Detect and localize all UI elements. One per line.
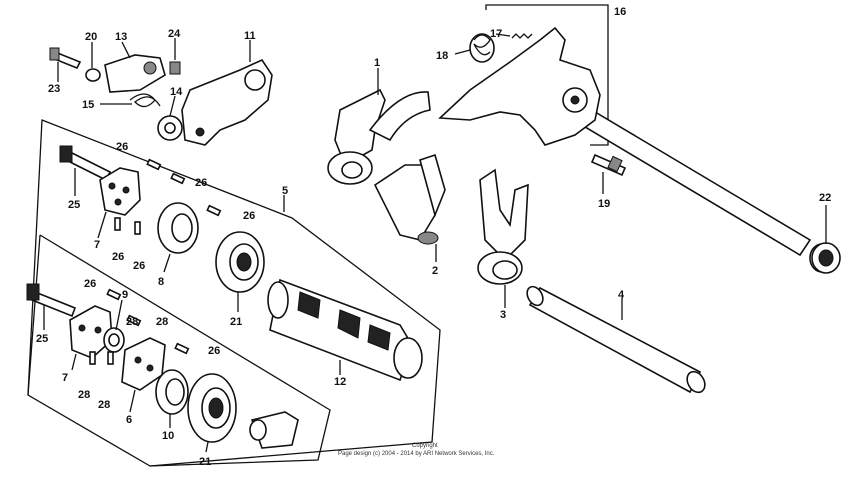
label-11: 11 [244,30,256,42]
label-3: 3 [500,309,506,321]
bolt-23 [49,47,82,70]
shift-rod-4 [526,285,706,394]
label-5: 5 [282,185,288,197]
label-16: 16 [614,6,626,18]
gearshift-spindle [563,98,835,273]
label-8: 8 [158,276,164,288]
label-9: 9 [122,289,128,301]
seal-10 [155,369,189,415]
shift-drum-12 [267,278,423,382]
label-28-c: 28 [78,389,90,401]
label-28-b: 28 [126,316,138,328]
callout-labels: 1 2 3 4 5 6 7 7 8 9 10 11 12 13 14 15 16… [36,6,831,468]
shift-fork-2 [373,153,446,245]
spring-17 [511,33,533,39]
label-18: 18 [436,50,448,62]
plate-7-upper [99,167,141,216]
label-23: 23 [48,83,60,95]
label-21-lower: 21 [199,456,211,468]
label-26-b: 26 [195,177,207,189]
copyright-notice: Copyright Page design (c) 2004 - 2014 by… [338,443,495,457]
label-15: 15 [82,99,94,111]
label-6: 6 [126,414,132,426]
label-7-lower: 7 [62,372,68,384]
label-26-e: 26 [133,260,145,272]
label-26-d: 26 [112,251,124,263]
label-25-lower: 25 [36,333,48,345]
label-26-c: 26 [243,210,255,222]
label-2: 2 [432,265,438,277]
label-28-d: 28 [98,399,110,411]
label-10: 10 [162,430,174,442]
ring-9 [103,327,125,353]
assembly-frame-inner [39,234,331,467]
label-19: 19 [598,198,610,210]
spring-15 [129,93,161,108]
collar-14 [157,115,183,141]
plate-7-lower [69,305,113,359]
label-26-a: 26 [116,141,128,153]
spring-18 [469,33,495,63]
label-25-upper: 25 [68,199,80,211]
copyright-line-1: Copyright [412,443,438,449]
label-22: 22 [819,192,831,204]
label-26-f: 26 [84,278,96,290]
label-21-upper: 21 [230,316,242,328]
label-14: 14 [170,86,183,98]
label-12: 12 [334,376,346,388]
shift-fork-1 [327,88,431,185]
copyright-line-2: Page design (c) 2004 - 2014 by ARI Netwo… [338,451,495,457]
bearing-21-lower [187,373,237,443]
pin-24 [169,61,181,75]
label-26-g: 26 [208,345,220,357]
plate-13 [104,54,166,93]
label-17: 17 [490,28,502,40]
label-28-a: 28 [156,316,168,328]
washer-20 [85,68,101,82]
label-13: 13 [115,31,127,43]
label-4: 4 [618,289,625,301]
bearing-21-upper [215,231,265,293]
label-1: 1 [374,57,380,69]
bolt-25-lower [26,283,77,318]
leader-lines [43,33,827,453]
washer-22 [811,242,841,274]
bolt-19 [590,153,627,177]
label-7-upper: 7 [94,239,100,251]
bolt-25-upper [59,145,112,182]
label-24: 24 [168,28,181,40]
label-20: 20 [85,31,97,43]
gearshift-arm [438,26,601,146]
stopper-arm-11 [181,58,273,146]
shift-fork-3 [477,168,529,285]
drum-end [249,411,299,449]
bearing-8 [157,202,199,254]
assembly-bracket-16 [485,4,609,146]
